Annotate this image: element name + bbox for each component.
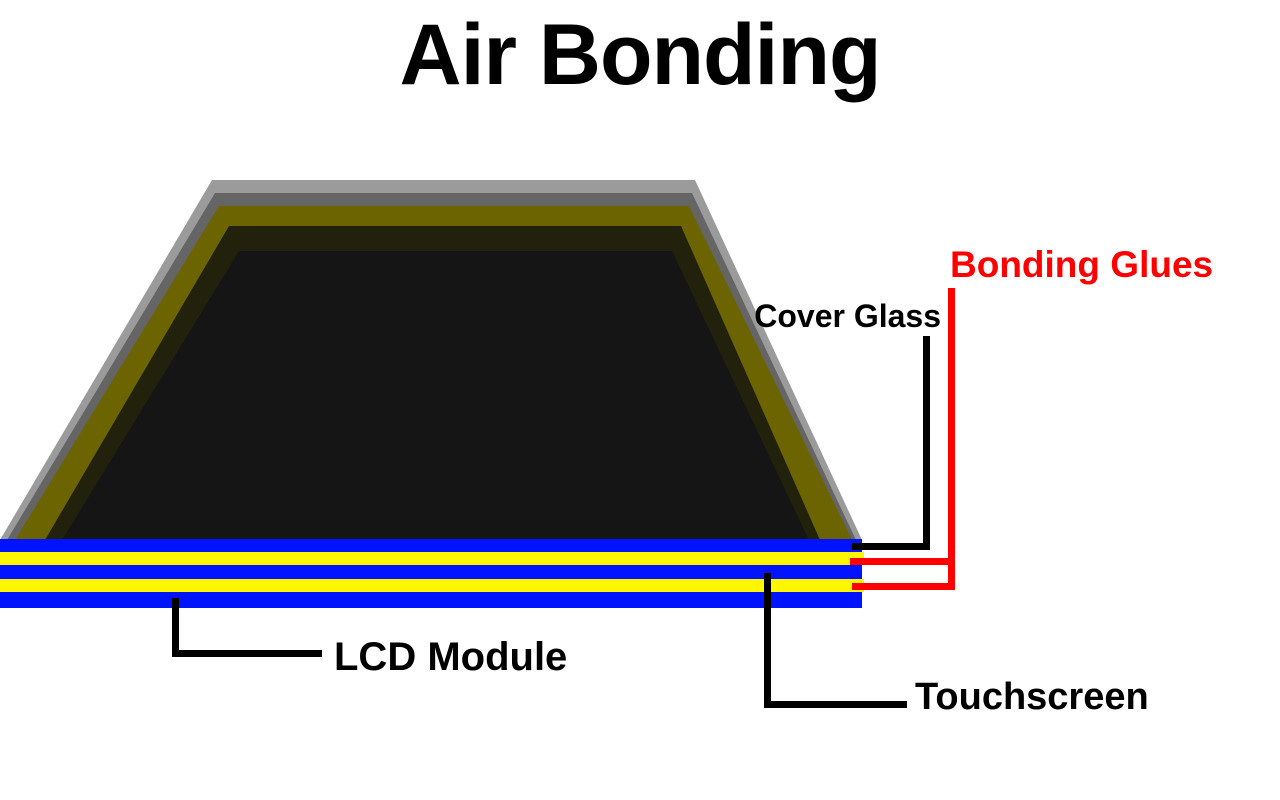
layer-bonding-glue-bottom <box>0 579 864 592</box>
bonding-glues-leader-line <box>852 288 955 590</box>
layer-touchscreen <box>0 565 862 579</box>
cover-glass-label: Cover Glass <box>754 298 941 334</box>
touchscreen-leader-line <box>764 573 907 708</box>
layer-bonding-glue-top <box>0 552 864 565</box>
screen-panel-black <box>62 251 809 540</box>
layer-cover-glass <box>0 539 862 552</box>
lcd-module-leader-line <box>172 598 322 657</box>
cover-glass-leader-line <box>852 336 930 550</box>
bonding-glues-label: Bonding Glues <box>950 244 1214 285</box>
layer-lcd-module <box>0 592 862 608</box>
lcd-module-label: LCD Module <box>334 635 568 679</box>
touchscreen-label: Touchscreen <box>915 676 1149 718</box>
page-title: Air Bonding <box>399 7 881 103</box>
